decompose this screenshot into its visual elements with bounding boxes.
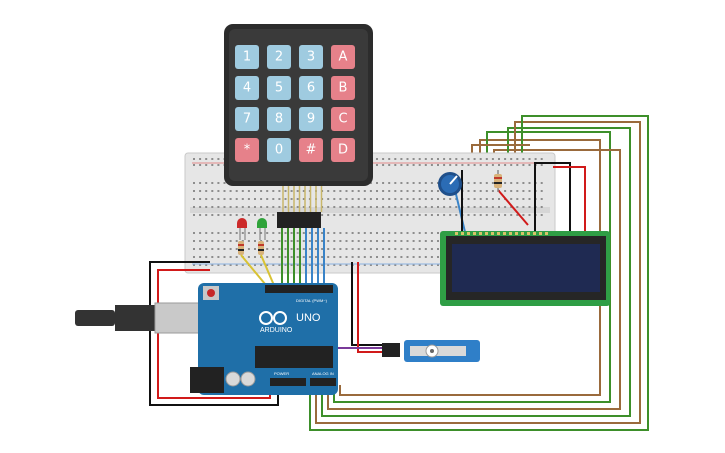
key-label: 3 xyxy=(307,50,315,65)
wire-5v-red[interactable] xyxy=(157,269,271,399)
arduino-brand: ARDUINO xyxy=(260,327,293,334)
led-red[interactable] xyxy=(237,218,247,240)
key-label: 4 xyxy=(243,81,251,96)
key-label: A xyxy=(339,50,348,65)
key-C[interactable]: C xyxy=(331,107,355,131)
resistor-lcd[interactable] xyxy=(494,170,502,192)
resistor-led-1[interactable] xyxy=(238,241,244,255)
key-label: C xyxy=(338,112,347,127)
wire-pot-blue[interactable] xyxy=(454,189,466,233)
key-6[interactable]: 6 xyxy=(299,76,323,100)
resistor-led-2[interactable] xyxy=(258,241,264,255)
led-green[interactable] xyxy=(257,218,267,240)
key-B[interactable]: B xyxy=(331,76,355,100)
wire-bus-6[interactable] xyxy=(309,115,649,431)
atmega-chip xyxy=(255,346,333,368)
potentiometer[interactable] xyxy=(438,172,462,196)
key-8[interactable]: 8 xyxy=(267,107,291,131)
usb-plug xyxy=(75,310,115,326)
wire-lcd-black[interactable] xyxy=(534,162,571,232)
arduino-power-header: POWER xyxy=(274,371,289,376)
key-label: D xyxy=(338,143,348,158)
key-label: # xyxy=(306,143,317,158)
key-1[interactable]: 1 xyxy=(235,45,259,69)
key-label: 7 xyxy=(243,112,251,127)
wire-bus-5[interactable] xyxy=(315,121,641,424)
key-0[interactable]: 0 xyxy=(267,138,291,162)
arduino-analog-header: ANALOG IN xyxy=(312,371,334,376)
wire-gnd-black[interactable] xyxy=(149,261,279,406)
key-#[interactable]: # xyxy=(299,138,323,162)
arduino-model: UNO xyxy=(296,312,321,324)
key-9[interactable]: 9 xyxy=(299,107,323,131)
key-5[interactable]: 5 xyxy=(267,76,291,100)
key-3[interactable]: 3 xyxy=(299,45,323,69)
arduino-digital-header: DIGITAL (PWM~) xyxy=(296,298,328,303)
key-label: 9 xyxy=(307,112,315,127)
key-label: 2 xyxy=(275,50,283,65)
wire-lcd-red-2[interactable] xyxy=(497,189,529,226)
arduino-logo-icon xyxy=(259,311,287,325)
key-label: 1 xyxy=(243,50,251,65)
lcd-16x2[interactable] xyxy=(440,231,610,306)
key-*[interactable]: * xyxy=(235,138,259,162)
key-7[interactable]: 7 xyxy=(235,107,259,131)
key-A[interactable]: A xyxy=(331,45,355,69)
key-label: 0 xyxy=(275,143,283,158)
key-2[interactable]: 2 xyxy=(267,45,291,69)
arduino-uno[interactable]: ARDUINO UNO DIGITAL (PWM~) POWER ANALOG … xyxy=(75,283,338,395)
key-D[interactable]: D xyxy=(331,138,355,162)
keypad-4x4[interactable]: 1 2 3 A 4 5 6 B 7 8 9 C * 0 # D xyxy=(224,24,373,186)
keypad-connector xyxy=(277,186,323,228)
key-4[interactable]: 4 xyxy=(235,76,259,100)
key-label: 5 xyxy=(275,81,283,96)
key-label: 6 xyxy=(307,81,315,96)
lcd-screen xyxy=(452,244,600,292)
wire-servo-red[interactable] xyxy=(357,262,384,353)
key-label: * xyxy=(244,143,251,158)
wire-lcd-red[interactable] xyxy=(553,166,586,232)
power-jack xyxy=(190,367,224,393)
servo-motor[interactable] xyxy=(382,340,480,362)
wire-servo-black[interactable] xyxy=(351,262,384,346)
key-label: B xyxy=(339,81,348,96)
key-label: 8 xyxy=(275,112,283,127)
lcd-short-wires xyxy=(454,162,586,233)
reset-button[interactable] xyxy=(207,289,215,297)
